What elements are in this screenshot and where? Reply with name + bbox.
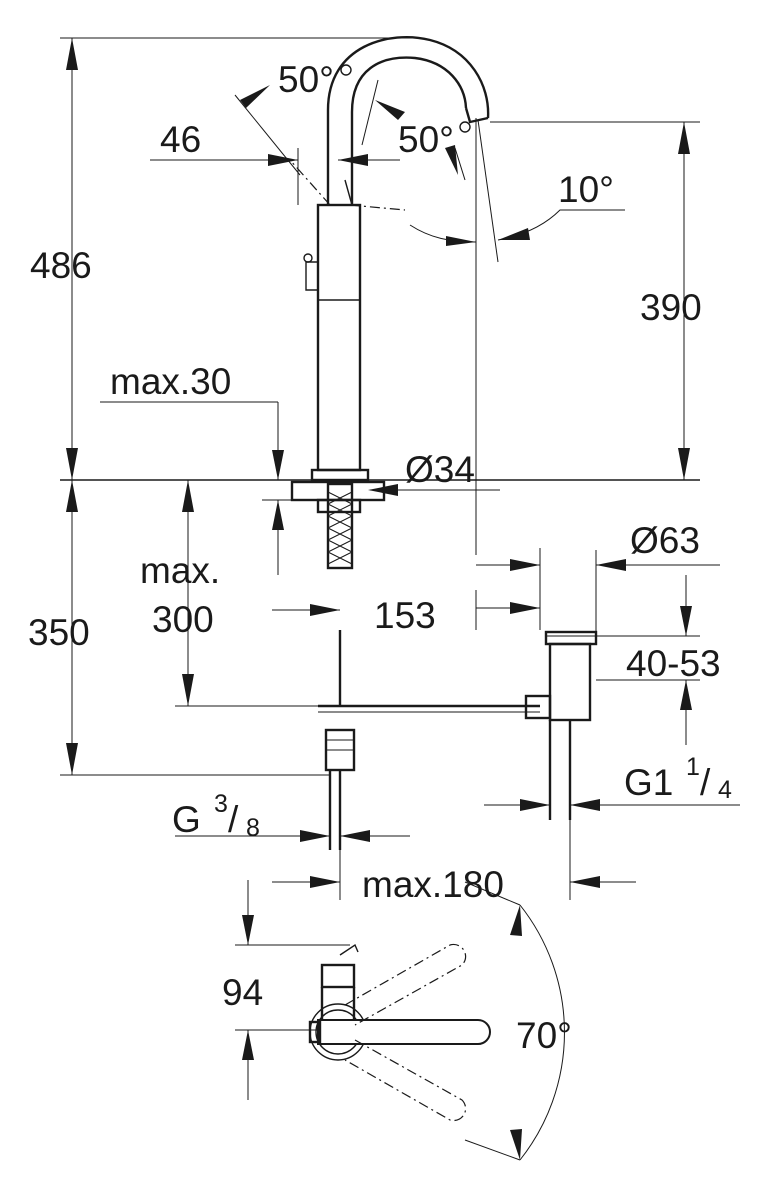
label-g38-den: 8 xyxy=(246,814,260,842)
inlet-connector-lines xyxy=(326,739,354,751)
angle-arc-left xyxy=(409,224,477,243)
label-g1-num: 1 xyxy=(686,753,700,781)
dim-94-arrow-top xyxy=(242,915,254,945)
spout-tip xyxy=(464,107,489,124)
label-g38-slash: / xyxy=(228,799,239,840)
hose-braided xyxy=(326,482,354,570)
label-46: 46 xyxy=(160,119,201,160)
faucet-base xyxy=(310,468,370,482)
waste-flange xyxy=(544,630,598,646)
hose-braid-pattern xyxy=(327,491,353,565)
plan-lever-root xyxy=(308,1020,322,1044)
dim-g114-left-arrow xyxy=(520,799,550,811)
dim-max30-arrow-bottom xyxy=(272,500,284,530)
angle-70-ext-top xyxy=(464,881,521,906)
dim-180-left-arrow xyxy=(310,876,340,888)
dimension-labels: 50° 50° 46 10° 486 390 max.30 Ø34 max. 3… xyxy=(28,59,732,1056)
label-g38-num: 3 xyxy=(214,790,228,818)
angle-50-right-arrow xyxy=(375,100,405,120)
label-10deg: 10° xyxy=(558,169,614,210)
spout-outer xyxy=(326,36,490,205)
fixing-washer xyxy=(316,498,362,514)
plan-lever-rotated-down xyxy=(344,1039,467,1122)
dim-63-arrow xyxy=(596,559,626,571)
angle-50-left-arrow xyxy=(240,85,270,108)
label-d63: Ø63 xyxy=(630,520,700,561)
angle-70-arrows xyxy=(510,905,522,1160)
waste-rod-connector xyxy=(524,694,552,720)
label-486: 486 xyxy=(30,245,92,286)
label-50-right: 50° xyxy=(398,119,454,160)
dim-4053-arrow-top xyxy=(680,606,692,636)
lever-tick xyxy=(344,179,353,206)
angle-arc-arrow xyxy=(446,236,476,246)
plan-handle-tip xyxy=(339,943,359,956)
handle-knob xyxy=(303,253,313,263)
label-4053: 40-53 xyxy=(626,643,721,684)
dim-94-arrow-bottom xyxy=(242,1030,254,1060)
angle-10-arrow xyxy=(498,228,530,240)
label-max: max. xyxy=(140,550,220,591)
plan-body-top xyxy=(320,963,356,989)
label-350: 350 xyxy=(28,612,90,653)
angle-50-left-leader xyxy=(234,94,301,176)
lever-plan-view xyxy=(235,880,565,1161)
handle-stub xyxy=(305,261,318,291)
dim-g38-right-arrow xyxy=(340,830,370,842)
label-153: 153 xyxy=(374,595,436,636)
angle-50-right-leader2 xyxy=(454,147,466,181)
angle-50-right-leader xyxy=(361,79,379,146)
dim-4053-arrow-bottom xyxy=(680,680,692,710)
dim-153-upper-arrow xyxy=(510,559,540,571)
dim-153-lower-arrow xyxy=(510,602,540,614)
dim-34-arrow xyxy=(368,484,398,496)
dim-g114-right-arrow xyxy=(570,799,600,811)
dim-g38-left-arrow xyxy=(300,830,330,842)
dim-153-left-arrow xyxy=(310,604,340,616)
label-300: 300 xyxy=(152,599,214,640)
angle-pivot-right xyxy=(459,121,471,133)
faucet-body xyxy=(316,203,362,472)
label-g1-slash: / xyxy=(700,762,711,803)
label-70deg: 70° xyxy=(516,1015,572,1056)
angle-70-ext-bottom xyxy=(464,1139,521,1161)
dim-350-arrows xyxy=(66,480,78,775)
plan-lever-rotated-up xyxy=(344,943,467,1026)
lever-rotation xyxy=(289,159,406,211)
spout-inner xyxy=(350,56,468,205)
label-g1: G1 xyxy=(624,762,673,803)
angle-pivot-left xyxy=(340,64,352,76)
label-d34: Ø34 xyxy=(405,449,475,490)
label-50-left: 50° xyxy=(278,59,334,100)
label-max30: max.30 xyxy=(110,361,231,402)
angle-50-right-arrow2 xyxy=(445,145,458,175)
label-g38: G xyxy=(172,799,201,840)
label-max180: max.180 xyxy=(362,864,504,905)
label-g1-den: 4 xyxy=(718,776,732,804)
plan-lever xyxy=(317,1019,491,1045)
tilt-line xyxy=(477,119,499,263)
dim-max30-arrow-top xyxy=(272,450,284,480)
angle-70-arc xyxy=(519,904,565,1161)
label-94: 94 xyxy=(222,972,263,1013)
faucet-elevation xyxy=(60,36,700,850)
label-390: 390 xyxy=(640,287,702,328)
dimension-lines xyxy=(60,37,740,900)
waste-body xyxy=(548,642,592,722)
dim-180-right-arrow xyxy=(570,876,600,888)
